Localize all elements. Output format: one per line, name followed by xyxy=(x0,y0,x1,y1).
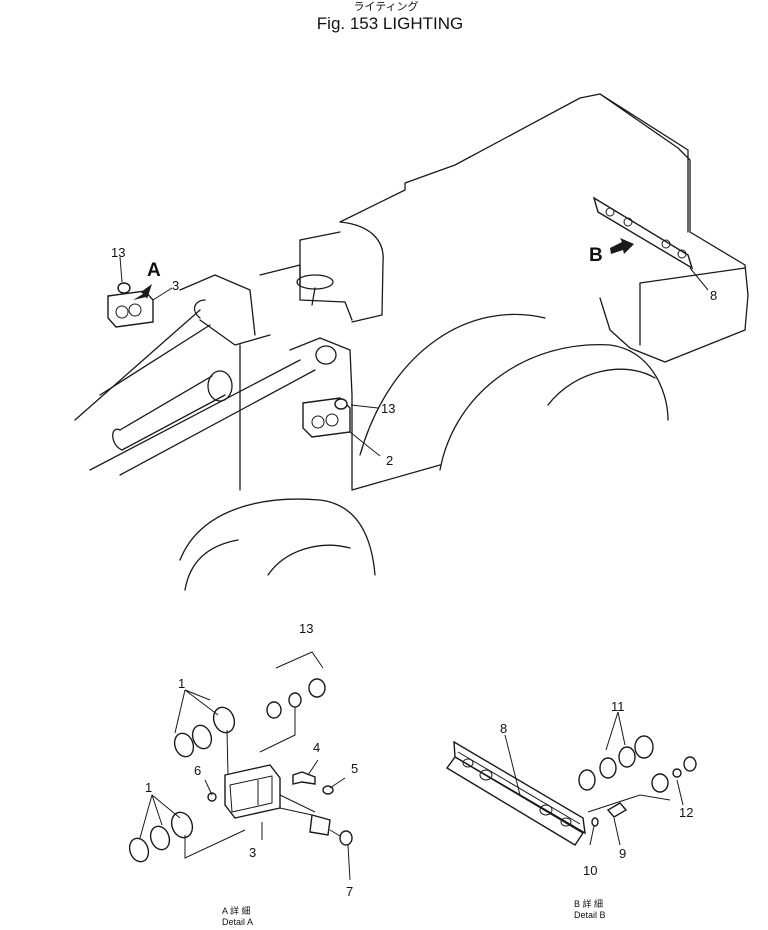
detail-a xyxy=(128,651,353,881)
callout-9: 9 xyxy=(619,846,626,861)
callout-4: 4 xyxy=(313,740,320,755)
view-marker-b: B xyxy=(589,245,603,266)
callout-3-detail-a: 3 xyxy=(249,845,256,860)
callout-2: 2 xyxy=(386,453,393,468)
callout-3-lamp-a: 3 xyxy=(172,278,179,293)
callout-12: 12 xyxy=(679,805,693,820)
callout-8-detail-b: 8 xyxy=(500,721,507,736)
figure-title: Fig. 153 LIGHTING xyxy=(317,14,463,33)
view-b-arrow-icon xyxy=(610,238,634,254)
front-lamp-center xyxy=(302,397,351,438)
callout-1-upper: 1 xyxy=(178,676,185,691)
callout-8-overview: 8 xyxy=(710,288,717,303)
machine-outline xyxy=(74,93,749,591)
front-lamp-a xyxy=(107,282,154,328)
callout-13-lamp-center: 13 xyxy=(381,401,395,416)
detail-b-caption: Detail B xyxy=(574,910,606,920)
callout-13-detail-a: 13 xyxy=(299,621,313,636)
detail-b-caption-jp: B 詳 細 xyxy=(574,898,603,909)
detail-b xyxy=(445,711,697,846)
detail-a-caption-jp: A 詳 細 xyxy=(222,905,251,916)
callout-7: 7 xyxy=(346,884,353,899)
rear-lamp-bar-b xyxy=(592,196,694,270)
view-a-arrow-icon xyxy=(133,284,152,300)
callout-11: 11 xyxy=(611,699,625,714)
view-marker-a: A xyxy=(147,260,161,281)
callout-13-lamp-a: 13 xyxy=(111,245,125,260)
callout-5: 5 xyxy=(351,761,358,776)
detail-a-caption: Detail A xyxy=(222,917,253,927)
callout-10: 10 xyxy=(583,863,597,878)
callout-6: 6 xyxy=(194,763,201,778)
callout-1-lower: 1 xyxy=(145,780,152,795)
title-japanese: ライティング xyxy=(353,0,418,13)
